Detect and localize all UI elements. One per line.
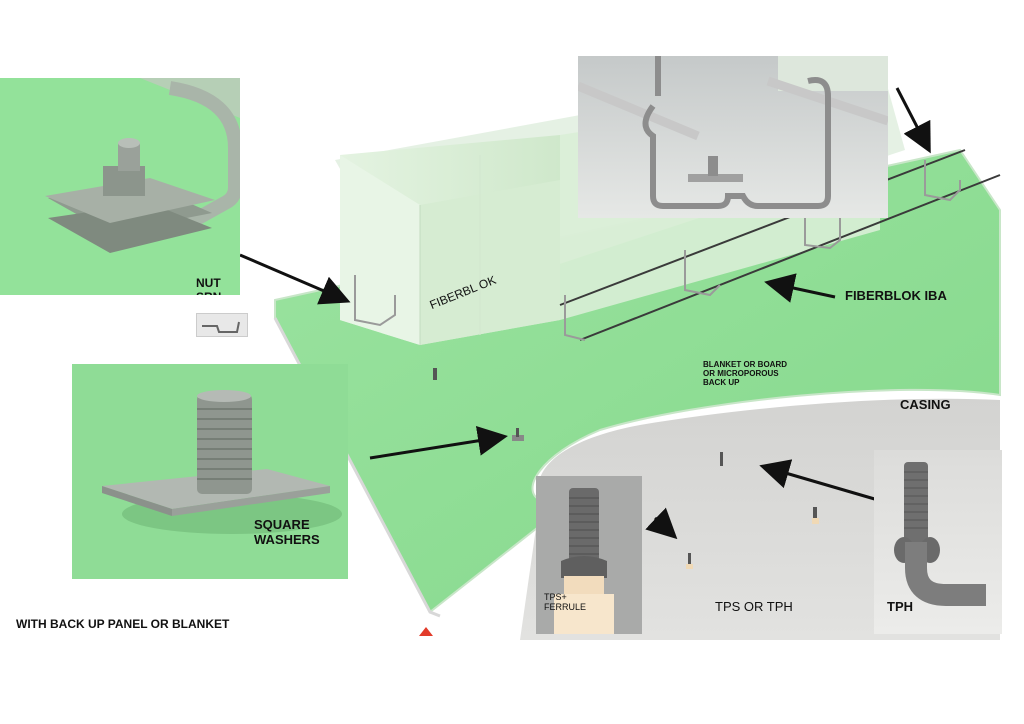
label-tph: TPH [887, 599, 913, 614]
inset-nut-srn: NUT SRN [0, 78, 240, 295]
stud [813, 507, 817, 519]
stud [512, 435, 524, 441]
label-tps-or-tph: TPS OR TPH [715, 599, 793, 614]
stud [812, 518, 819, 524]
anchor-rods [559, 149, 1001, 341]
inset-tps-ferrule: TPS+ FERRULE [536, 476, 642, 634]
arrow-nut-srn [239, 253, 351, 305]
label-casing: CASING [900, 397, 951, 412]
label-footer: WITH BACK UP PANEL OR BLANKET [16, 617, 230, 631]
inset-tph: TPH [874, 450, 1002, 634]
stud [686, 564, 693, 569]
arrow-tph [759, 459, 879, 502]
stud [720, 452, 723, 466]
inset-anchor-closeup [578, 56, 888, 218]
label-fiberblok-iba: FIBERBLOK IBA [845, 288, 947, 303]
stud [688, 553, 691, 565]
arrow-square-washers [369, 425, 508, 460]
red-marker-icon [419, 627, 433, 636]
inset-square-washers: SQUARE WASHERS [72, 364, 348, 579]
stud [516, 428, 519, 437]
iba-anchors [354, 160, 961, 341]
arrow-fiberblok-iba [764, 273, 836, 303]
label-nut-srn: NUT SRN [196, 276, 221, 295]
arrow-tps [645, 507, 678, 540]
stud [433, 368, 437, 380]
label-backup: BLANKET OR BOARD OR MICROPOROUS BACK UP [703, 360, 787, 388]
arrow-top-anchor [895, 87, 931, 154]
label-square-washers: SQUARE WASHERS [254, 517, 320, 547]
nut-srn-thumbnail [196, 313, 248, 337]
label-tps-ferrule: TPS+ FERRULE [544, 592, 587, 613]
